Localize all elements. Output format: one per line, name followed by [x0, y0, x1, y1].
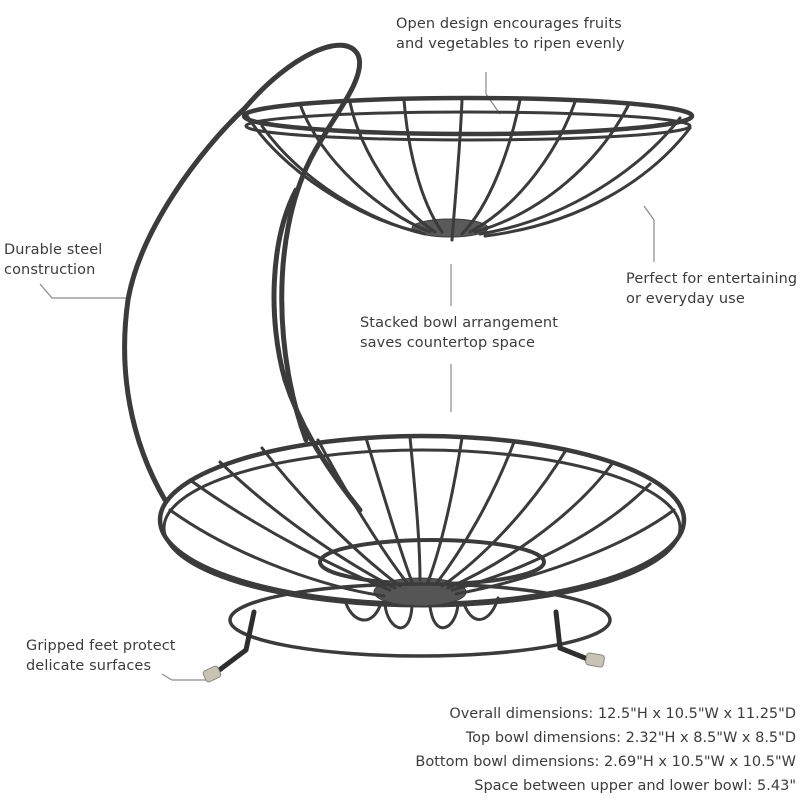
- leader-durable: [39, 283, 130, 299]
- callout-gripped-line2: delicate surfaces: [26, 658, 152, 674]
- spec-spacing: Space between upper and lower bowl: 5.43…: [474, 778, 796, 794]
- feet: [211, 609, 593, 677]
- callout-stacked-bowl: Stacked bowl arrangement saves counterto…: [360, 313, 558, 353]
- leader-lines: [39, 72, 655, 681]
- callout-gripped-feet: Gripped feet protect delicate surfaces: [26, 636, 176, 676]
- callout-stacked-line1: Stacked bowl arrangement: [360, 315, 559, 331]
- bottom-bowl: [157, 433, 687, 658]
- gripped-feet-caps: [202, 652, 605, 683]
- callout-open-design-line2: and vegetables to ripen evenly: [396, 36, 625, 52]
- callout-open-design: Open design encourages fruits and vegeta…: [396, 14, 625, 54]
- leader-perfect: [643, 205, 655, 262]
- top-bowl: [241, 95, 695, 242]
- spec-overall: Overall dimensions: 12.5"H x 10.5"W x 11…: [449, 706, 796, 722]
- callout-perfect-entertaining: Perfect for entertaining or everyday use: [626, 269, 797, 309]
- dimension-specs: Overall dimensions: 12.5"H x 10.5"W x 11…: [415, 702, 796, 798]
- callout-perfect-line2: or everyday use: [626, 291, 745, 307]
- bottom-bowl-base: [373, 577, 467, 607]
- callout-durable-line1: Durable steel: [4, 242, 103, 258]
- callout-durable-steel: Durable steel construction: [4, 240, 102, 280]
- callout-perfect-line1: Perfect for entertaining: [626, 271, 798, 287]
- spec-bottom-bowl: Bottom bowl dimensions: 2.69"H x 10.5"W …: [415, 754, 796, 770]
- spec-top-bowl: Top bowl dimensions: 2.32"H x 8.5"W x 8.…: [465, 730, 796, 746]
- leader-open-design: [485, 72, 501, 115]
- stand-frame: [122, 42, 363, 513]
- callout-stacked-line2: saves countertop space: [360, 335, 536, 351]
- callout-durable-line2: construction: [4, 262, 96, 278]
- callout-gripped-line1: Gripped feet protect: [26, 638, 176, 654]
- leader-gripped: [161, 673, 208, 681]
- callout-open-design-line1: Open design encourages fruits: [396, 16, 622, 32]
